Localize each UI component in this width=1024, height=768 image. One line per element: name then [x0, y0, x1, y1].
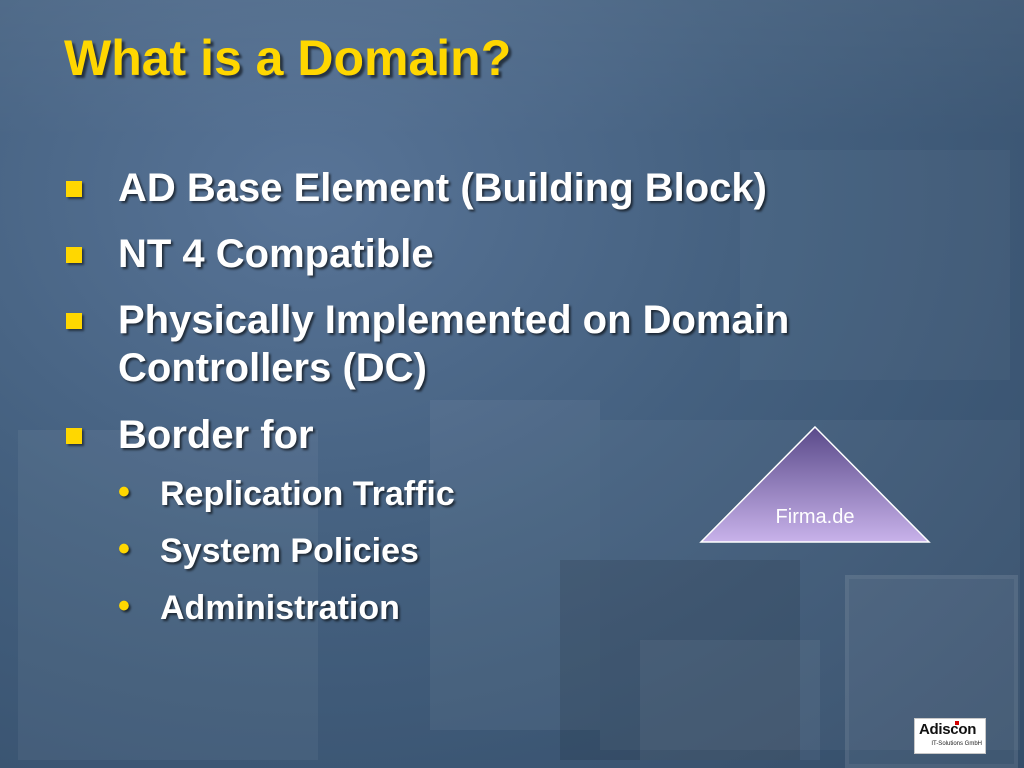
sub-bullet-item: System Policies [160, 532, 419, 570]
slide-title: What is a Domain? [64, 30, 512, 86]
domain-triangle [699, 425, 931, 543]
background-square [640, 640, 820, 760]
bullet-item: AD Base Element (Building Block) [118, 166, 767, 210]
sub-bullet-dot-icon: • [118, 473, 130, 511]
bullet-item: NT 4 Compatible [118, 232, 434, 276]
bullet-square-icon [66, 313, 82, 329]
bullet-square-icon [66, 181, 82, 197]
logo-tagline: IT-Solutions GmbH [931, 741, 982, 747]
company-logo: Adiscon IT-Solutions GmbH [914, 718, 986, 754]
bullet-square-icon [66, 247, 82, 263]
logo-accent-icon [955, 721, 959, 725]
sub-bullet-item: Administration [160, 589, 400, 627]
bullet-square-icon [66, 428, 82, 444]
bullet-item-continuation: Controllers (DC) [118, 346, 427, 390]
background-square [0, 0, 1024, 140]
sub-bullet-dot-icon: • [118, 587, 130, 625]
sub-bullet-item: Replication Traffic [160, 475, 455, 513]
triangle-shape [699, 425, 931, 543]
bullet-item: Physically Implemented on Domain [118, 298, 790, 342]
sub-bullet-dot-icon: • [118, 530, 130, 568]
background-square [560, 560, 800, 760]
bullet-item: Border for [118, 413, 314, 457]
logo-name: Adiscon [919, 721, 977, 738]
background-square [18, 430, 318, 760]
background-square [430, 400, 600, 730]
domain-label: Firma.de [775, 506, 855, 528]
